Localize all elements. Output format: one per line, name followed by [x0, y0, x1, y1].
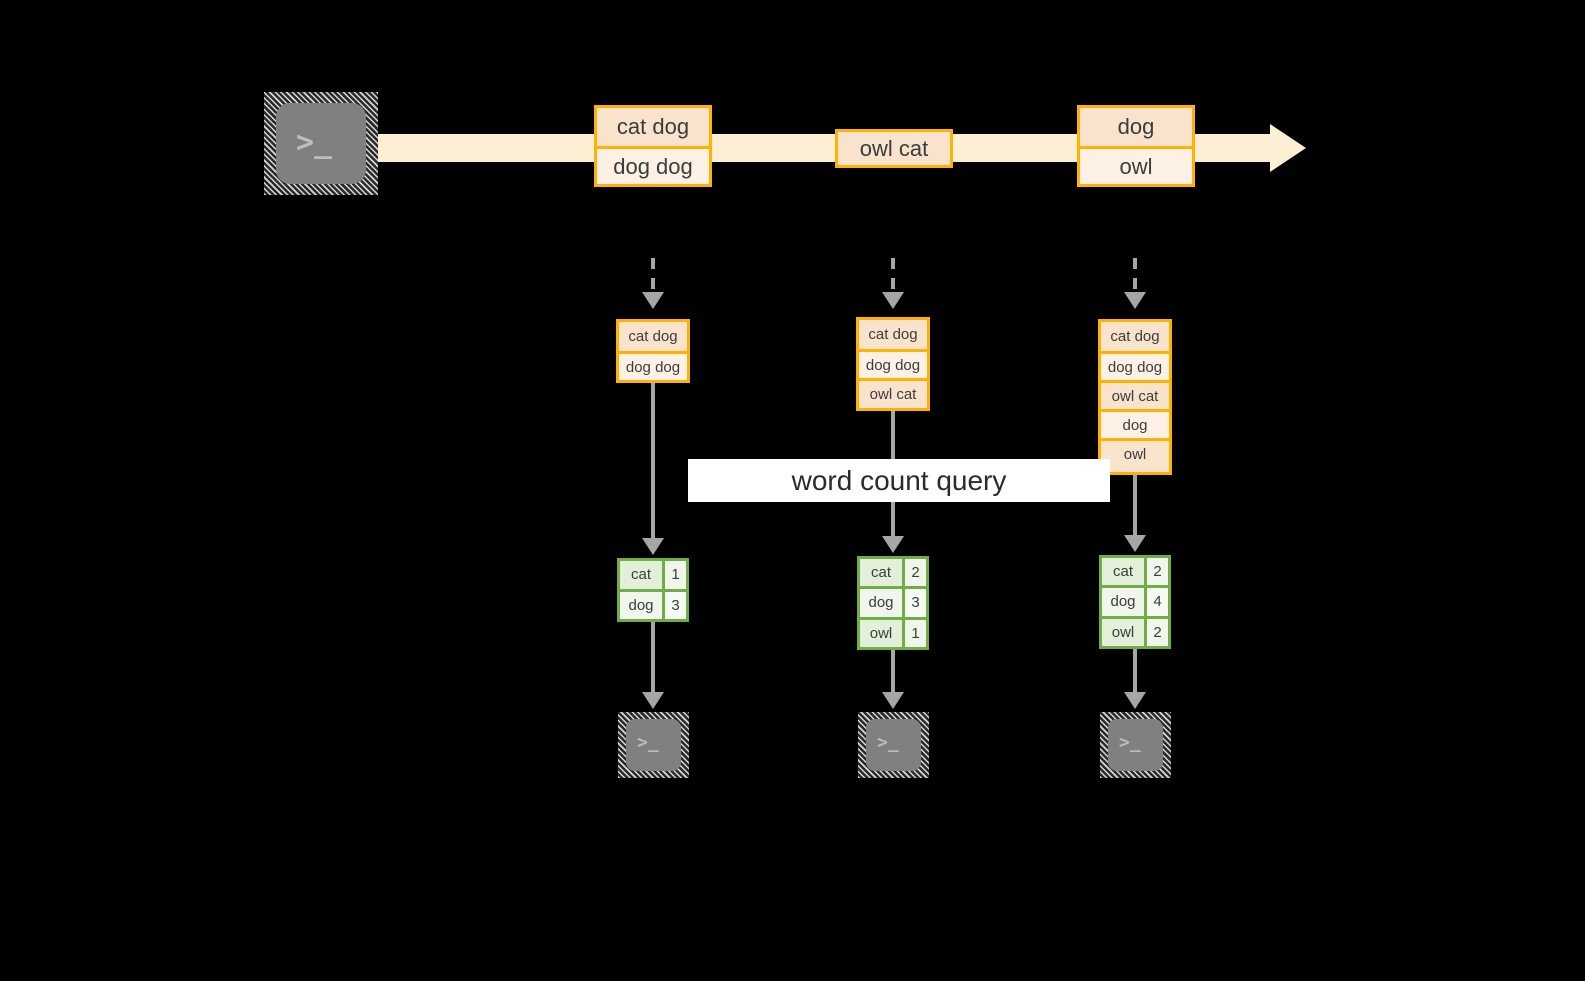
result-count: 2 — [1144, 618, 1168, 646]
event-line: owl cat — [859, 135, 929, 161]
trigger-arrow-line-2 — [891, 258, 895, 296]
terminal-body — [276, 103, 366, 184]
prompt-glyph: >_ — [877, 732, 899, 753]
terminal-body — [626, 719, 681, 771]
prompt-glyph: >_ — [1119, 732, 1141, 753]
sink-arrow-line-1 — [651, 622, 655, 695]
result-table-1[interactable]: cat 1 dog 3 — [617, 558, 689, 622]
sink-arrow-head-2 — [882, 692, 904, 709]
timeline-arrowhead — [1270, 124, 1306, 172]
result-word: cat — [620, 561, 662, 589]
result-table-3[interactable]: cat 2 dog 4 owl 2 — [1099, 555, 1171, 649]
snapshot-table-2[interactable]: cat dog dog dog owl cat — [856, 317, 930, 411]
table-row: cat 1 — [620, 561, 686, 589]
snapshot-row: dog — [1101, 409, 1169, 438]
table-row: owl 2 — [1102, 615, 1168, 646]
query-banner: word count query — [688, 459, 1110, 502]
timeline-event-group-3[interactable]: dog owl — [1077, 105, 1195, 187]
query-arrow-head-2 — [882, 536, 904, 553]
snapshot-table-3[interactable]: cat dog dog dog owl cat dog owl — [1098, 319, 1172, 475]
trigger-arrow-head-2 — [882, 292, 904, 309]
result-count: 4 — [1144, 588, 1168, 616]
snapshot-row: owl — [1101, 438, 1169, 467]
result-word: owl — [1102, 618, 1144, 646]
result-count: 1 — [902, 619, 926, 647]
snapshot-row: cat dog — [628, 328, 678, 345]
result-count: 2 — [1144, 558, 1168, 586]
terminal-body — [1108, 719, 1163, 771]
result-word: dog — [620, 591, 662, 619]
table-row: cat 2 — [860, 559, 926, 587]
prompt-glyph: >_ — [296, 125, 333, 160]
sink-arrow-line-2 — [891, 650, 895, 695]
table-row: owl 1 — [860, 616, 926, 647]
sink-arrow-head-1 — [642, 692, 664, 709]
snapshot-row: owl cat — [1101, 380, 1169, 409]
trigger-arrow-line-1 — [651, 258, 655, 296]
sink-terminal-icon-3[interactable]: >_ — [1100, 712, 1171, 778]
event-line: dog dog — [597, 146, 709, 184]
result-count: 3 — [662, 591, 686, 619]
sink-arrow-head-3 — [1124, 692, 1146, 709]
sink-terminal-icon-1[interactable]: >_ — [618, 712, 689, 778]
event-line: cat dog — [616, 114, 690, 139]
trigger-arrow-line-3 — [1133, 258, 1137, 296]
result-count: 2 — [902, 559, 926, 587]
result-word: dog — [1102, 588, 1144, 616]
event-line: owl — [1080, 146, 1192, 184]
snapshot-row: cat dog — [868, 326, 918, 343]
result-count: 3 — [902, 589, 926, 617]
query-arrow-line-3 — [1133, 475, 1137, 538]
result-count: 1 — [662, 561, 686, 589]
timeline-event-group-2[interactable]: owl cat — [835, 129, 953, 168]
query-arrow-head-3 — [1124, 535, 1146, 552]
trigger-arrow-head-1 — [642, 292, 664, 309]
event-line: dog — [1117, 114, 1155, 139]
snapshot-row: cat dog — [1110, 328, 1160, 345]
source-terminal-icon[interactable]: >_ — [264, 92, 378, 195]
result-word: cat — [1102, 558, 1144, 586]
snapshot-table-1[interactable]: cat dog dog dog — [616, 319, 690, 383]
result-table-2[interactable]: cat 2 dog 3 owl 1 — [857, 556, 929, 650]
result-word: dog — [860, 589, 902, 617]
snapshot-row: dog dog — [619, 351, 687, 380]
timeline-event-group-1[interactable]: cat dog dog dog — [594, 105, 712, 187]
snapshot-row: owl cat — [859, 378, 927, 407]
prompt-glyph: >_ — [637, 732, 659, 753]
result-word: cat — [860, 559, 902, 587]
sink-terminal-icon-2[interactable]: >_ — [858, 712, 929, 778]
snapshot-row: dog dog — [1101, 351, 1169, 380]
table-row: dog 3 — [620, 588, 686, 619]
terminal-body — [866, 719, 921, 771]
query-arrow-head-1 — [642, 538, 664, 555]
result-word: owl — [860, 619, 902, 647]
sink-arrow-line-3 — [1133, 649, 1137, 695]
table-row: dog 3 — [860, 586, 926, 617]
snapshot-row: dog dog — [859, 349, 927, 378]
trigger-arrow-head-3 — [1124, 292, 1146, 309]
table-row: cat 2 — [1102, 558, 1168, 586]
query-arrow-line-1 — [651, 383, 655, 541]
table-row: dog 4 — [1102, 585, 1168, 616]
